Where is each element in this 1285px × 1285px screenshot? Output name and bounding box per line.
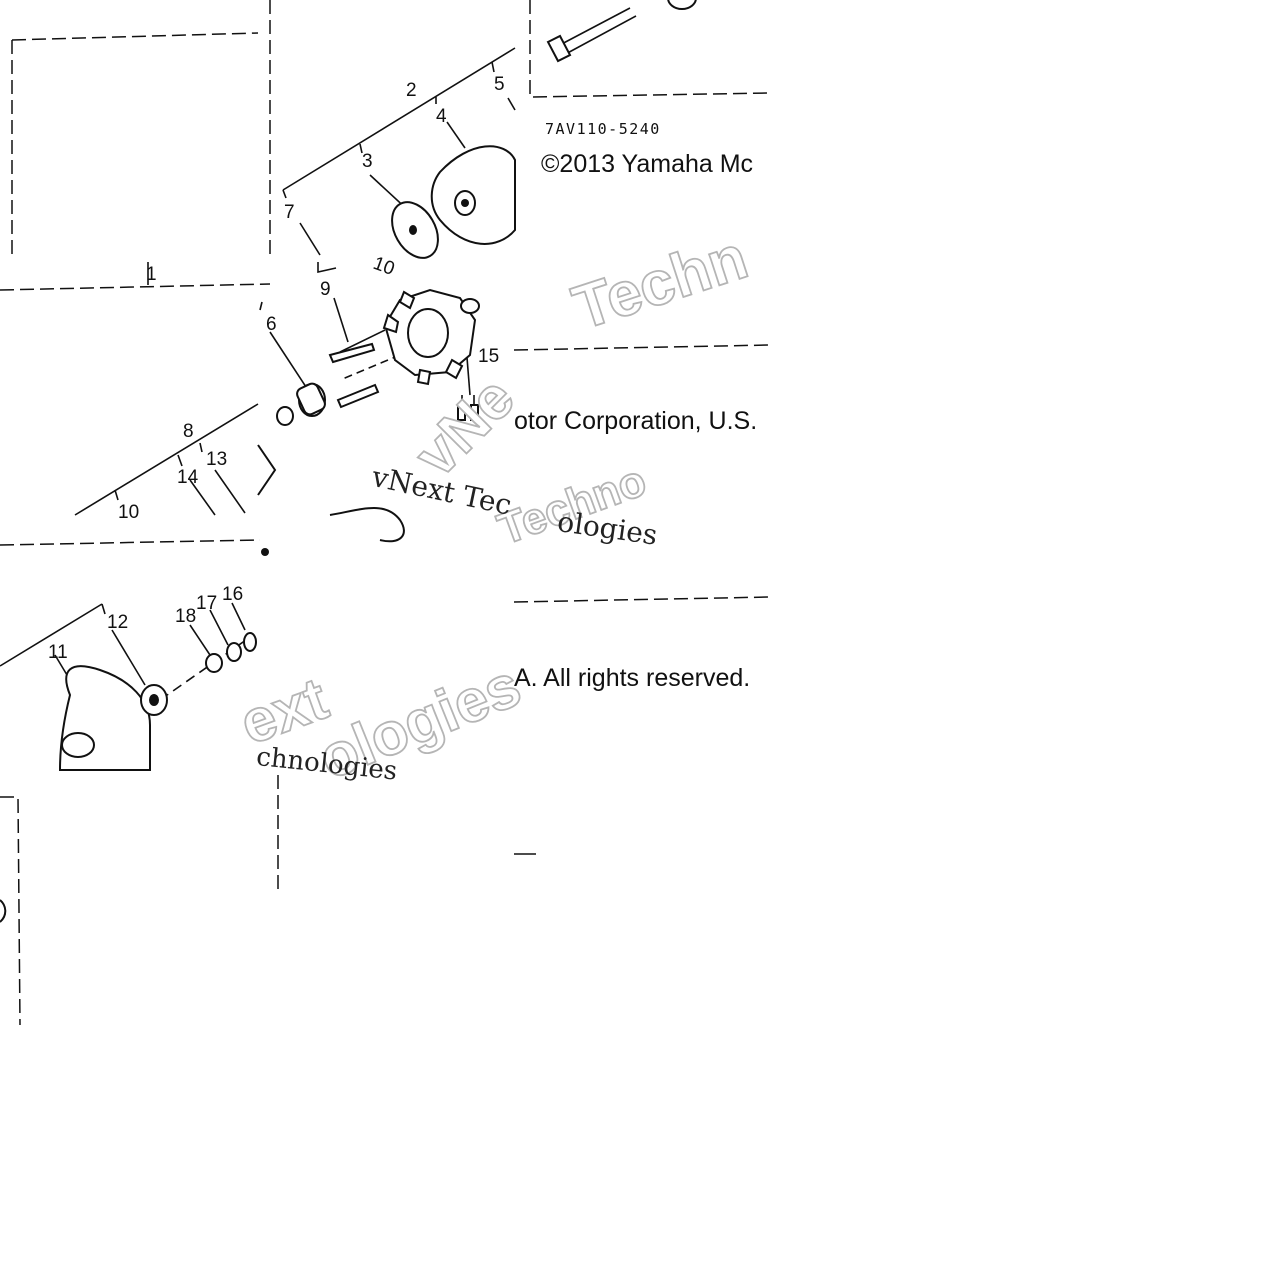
part-number-6: 6 bbox=[266, 314, 277, 335]
part-number-15: 15 bbox=[478, 346, 499, 367]
part-number-12: 12 bbox=[107, 612, 128, 633]
boundary-top-right bbox=[529, 0, 771, 98]
boundary-top-left bbox=[11, 32, 259, 41]
part-number-1: 1 bbox=[146, 264, 157, 285]
part-number-2: 2 bbox=[406, 80, 417, 101]
screws bbox=[328, 342, 380, 409]
boundary-bottom-left bbox=[0, 796, 21, 1026]
boundary-right-1 bbox=[513, 344, 771, 351]
drawing-code: 7AV110-5240 bbox=[545, 120, 661, 138]
part-number-5: 5 bbox=[494, 74, 505, 95]
part-number-9: 9 bbox=[320, 279, 331, 300]
part-number-18: 18 bbox=[175, 606, 196, 627]
copyright-line-2: otor Corporation, U.S. bbox=[514, 407, 758, 435]
watermark-outline-1: Techn bbox=[565, 223, 756, 344]
part-number-13: 13 bbox=[206, 449, 227, 470]
part-number-4: 4 bbox=[436, 106, 447, 127]
part-number-16: 16 bbox=[222, 584, 243, 605]
part-number-11: 11 bbox=[48, 642, 68, 663]
part-number-10: 10 bbox=[118, 502, 139, 523]
bushings bbox=[276, 382, 326, 426]
boundary-mid-horizontal bbox=[0, 283, 271, 291]
leader-lines bbox=[0, 47, 516, 701]
bolt-part bbox=[546, 0, 697, 63]
part-number-3: 3 bbox=[362, 151, 373, 172]
stator-assembly bbox=[382, 288, 480, 421]
copyright-line-3: A. All rights reserved. bbox=[514, 664, 751, 692]
boundary-right-2 bbox=[513, 596, 771, 603]
part-number-10: 10 bbox=[370, 253, 397, 280]
part-number-14: 14 bbox=[177, 467, 199, 488]
copyright-line-1: ©2013 Yamaha Mc bbox=[541, 150, 754, 178]
section-boundaries bbox=[0, 0, 771, 1026]
part-number-7: 7 bbox=[284, 202, 295, 223]
flywheel-parts bbox=[391, 145, 516, 259]
boundary-lower-left bbox=[0, 539, 261, 546]
part-number-17: 17 bbox=[196, 593, 217, 614]
cover-assembly bbox=[0, 444, 405, 923]
part-number-8: 8 bbox=[183, 421, 194, 442]
